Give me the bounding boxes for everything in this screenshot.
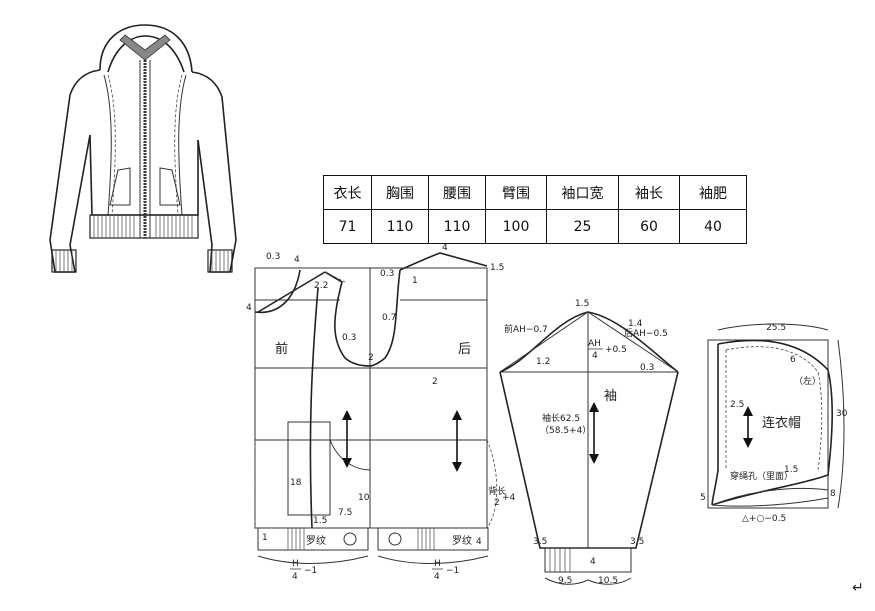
sleeve-ah-den: 4 xyxy=(592,351,598,361)
front-shoulder-4b: 4 xyxy=(246,303,252,313)
sleeve-cuff-95: 9.5 xyxy=(558,576,572,586)
hoodie-sketch xyxy=(49,24,237,273)
value-cell: 110 xyxy=(428,209,486,244)
sleeve-back-ah: 后AH−0.5 xyxy=(624,328,668,339)
header-cell: 臂围 xyxy=(485,175,547,210)
header-cell: 袖长 xyxy=(618,175,680,210)
header-cell: 胸围 xyxy=(371,175,429,210)
front-shoulder-4: 4 xyxy=(294,255,300,265)
hood-pattern: 连衣帽 25.5 6 （左） 30 2.5 穿绳孔（里面） 1.5 5 8 △+… xyxy=(700,323,848,524)
back-title: 后 xyxy=(458,342,471,357)
hood-dim-5: 5 xyxy=(700,493,706,503)
sleeve-pattern: 袖 1.5 前AH−0.7 后AH−0.5 1.4 1.2 AH 4 +0.5 … xyxy=(499,299,679,586)
sleeve-front-ah: 前AH−0.7 xyxy=(504,323,548,335)
sleeve-title: 袖 xyxy=(604,389,617,404)
hood-dim-6: 6 xyxy=(790,355,796,365)
back-rib-4: 4 xyxy=(476,537,482,547)
back-hem-den: 4 xyxy=(434,572,440,582)
header-cell: 衣长 xyxy=(323,175,372,210)
back-neck-4: 4 xyxy=(442,243,448,253)
front-neck-22: 2.2 xyxy=(314,281,328,291)
back-len-tail: +4 xyxy=(502,493,516,503)
front-side-2: 2 xyxy=(368,353,374,363)
sleeve-ah-tail: +0.5 xyxy=(605,345,627,355)
header-cell: 袖肥 xyxy=(679,175,747,210)
value-cell: 110 xyxy=(371,209,429,244)
front-armhole-03: 0.3 xyxy=(342,333,356,343)
size-table-header-row: 衣长 胸围 腰围 臂围 袖口宽 袖长 袖肥 xyxy=(323,175,747,210)
value-cell: 60 xyxy=(618,209,680,244)
front-title: 前 xyxy=(275,341,288,357)
back-neck-03: 0.3 xyxy=(380,269,394,279)
front-hem-tail: −1 xyxy=(304,566,317,576)
sleeve-dim-14: 1.4 xyxy=(628,319,643,329)
back-armhole-07: 0.7 xyxy=(382,313,396,323)
hood-drawstring: 穿绳孔（里面） xyxy=(730,470,793,482)
front-rib-label: 罗纹 xyxy=(306,534,326,547)
value-cell: 100 xyxy=(485,209,547,244)
size-table: 衣长 胸围 腰围 臂围 袖口宽 袖长 袖肥 71 110 110 100 25 … xyxy=(323,175,747,244)
hood-bottom-formula: △+○−0.5 xyxy=(742,514,786,524)
return-mark: ↵ xyxy=(852,580,864,596)
sleeve-dim-12: 1.2 xyxy=(536,357,550,367)
size-table-value-row: 71 110 110 100 25 60 40 xyxy=(323,209,747,244)
sleeve-cap-03: 0.3 xyxy=(640,363,654,373)
back-hem-tail: −1 xyxy=(446,566,459,576)
front-hem-1: 1 xyxy=(262,533,268,543)
hood-dim-25: 2.5 xyxy=(730,400,744,410)
back-rib-label: 罗纹 xyxy=(452,534,472,547)
value-cell: 71 xyxy=(323,209,372,244)
back-neck-15: 1.5 xyxy=(490,263,504,273)
sleeve-cuff-105: 10.5 xyxy=(598,576,618,586)
sleeve-length-b: （58.5+4） xyxy=(540,425,591,436)
value-cell: 25 xyxy=(546,209,619,244)
sleeve-right-35: 3.5 xyxy=(630,537,644,547)
back-hem-h: H xyxy=(434,559,441,569)
value-cell: 40 xyxy=(679,209,747,244)
back-len-num: 2 xyxy=(494,498,500,508)
hood-top-255: 25.5 xyxy=(766,323,786,333)
sleeve-top-15: 1.5 xyxy=(575,299,589,309)
front-dim-15: 1.5 xyxy=(313,516,327,526)
bodice-pattern: 前 后 0.3 4 4 2.2 0.3 2 18 10 7.5 1.5 罗纹 1… xyxy=(246,243,516,582)
back-len-text: 背长 xyxy=(488,485,506,497)
front-hem-den: 4 xyxy=(292,572,298,582)
hood-left-note: （左） xyxy=(794,375,821,387)
header-cell: 袖口宽 xyxy=(546,175,619,210)
hood-dim-15: 1.5 xyxy=(784,465,798,475)
sleeve-bottom-4: 4 xyxy=(590,557,596,567)
front-neck-drop: 0.3 xyxy=(266,252,280,262)
front-dim-75: 7.5 xyxy=(338,508,352,518)
hood-title: 连衣帽 xyxy=(762,415,801,431)
hood-height-30: 30 xyxy=(836,409,848,419)
sleeve-length-a: 袖长62.5 xyxy=(542,412,580,424)
back-side-2: 2 xyxy=(432,377,438,387)
back-neck-1: 1 xyxy=(412,276,418,286)
sleeve-left-35: 3.5 xyxy=(533,537,547,547)
front-hem-h: H xyxy=(292,559,299,569)
front-dim-10: 10 xyxy=(358,493,370,503)
sleeve-ah-num: AH xyxy=(588,339,601,349)
hood-dim-8: 8 xyxy=(830,489,836,499)
header-cell: 腰围 xyxy=(428,175,486,210)
front-pocket-18: 18 xyxy=(290,478,302,488)
